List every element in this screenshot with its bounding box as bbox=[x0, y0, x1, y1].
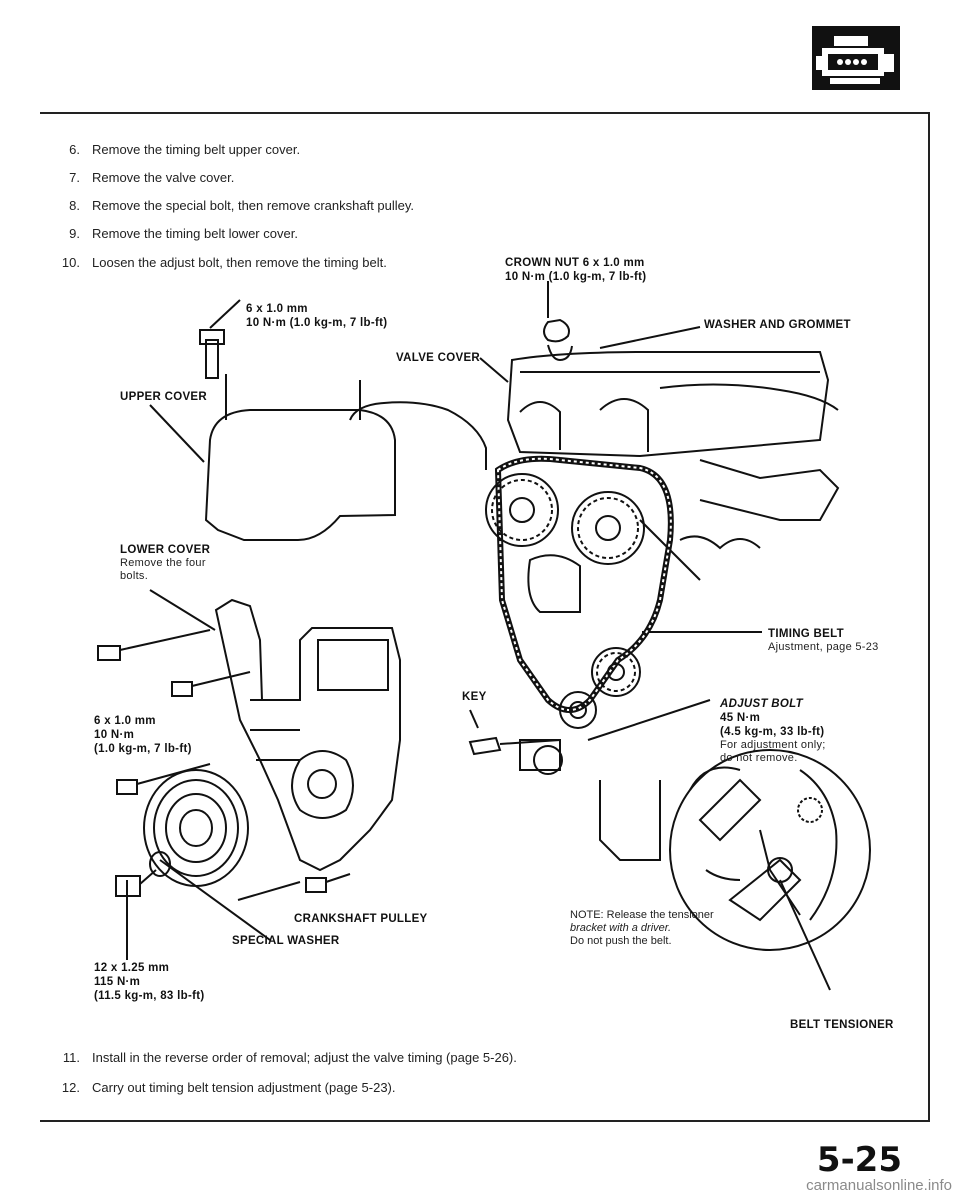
step-number: 7. bbox=[69, 170, 80, 185]
frame-bottom-rule bbox=[40, 1120, 930, 1122]
lower-bolt-label: 6 x 1.0 mm 10 N·m (1.0 kg-m, 7 lb-ft) bbox=[94, 714, 192, 756]
engine-icon bbox=[812, 26, 900, 90]
belt-tensioner-label: BELT TENSIONER bbox=[790, 1019, 894, 1031]
crank-bolt-spec: 12 x 1.25 mm bbox=[94, 962, 170, 974]
upper-bolt-spec: 6 x 1.0 mm bbox=[246, 303, 308, 315]
crown-nut-spec: CROWN NUT 6 x 1.0 mm bbox=[505, 257, 645, 269]
tensioner-note-2: bracket with a driver. bbox=[570, 922, 672, 934]
step-8: 8. Remove the special bolt, then remove c… bbox=[52, 198, 414, 213]
lower-bolt-torque-alt: (1.0 kg-m, 7 lb-ft) bbox=[94, 743, 192, 755]
watermark: carmanualsonline.info bbox=[806, 1177, 952, 1194]
crank-bolt-torque: 115 N·m bbox=[94, 976, 141, 988]
step-number: 6. bbox=[69, 142, 80, 157]
upper-cover-label: UPPER COVER bbox=[120, 391, 208, 403]
lower-cover-label: LOWER COVER Remove the four bolts. bbox=[120, 543, 210, 583]
crank-bolt-torque-alt: (11.5 kg-m, 83 lb-ft) bbox=[94, 990, 205, 1002]
step-12: 12. Carry out timing belt tension adjustm… bbox=[52, 1080, 396, 1095]
lower-cover-note-1: Remove the four bbox=[120, 557, 206, 569]
timing-belt-note: Ajustment, page 5-23 bbox=[768, 641, 879, 653]
step-number: 8. bbox=[69, 198, 80, 213]
step-text: Remove the timing belt upper cover. bbox=[92, 142, 301, 157]
step-6: 6. Remove the timing belt upper cover. bbox=[52, 142, 300, 157]
lower-bolt-torque: 10 N·m bbox=[94, 729, 135, 741]
timing-belt-title: TIMING BELT bbox=[768, 628, 844, 640]
adjust-bolt-label: ADJUST BOLT 45 N·m (4.5 kg-m, 33 lb-ft) … bbox=[720, 697, 826, 765]
lower-bolt-spec: 6 x 1.0 mm bbox=[94, 715, 156, 727]
step-text: Remove the special bolt, then remove cra… bbox=[92, 198, 415, 213]
step-7: 7. Remove the valve cover. bbox=[52, 170, 234, 185]
step-number: 11. bbox=[62, 1050, 80, 1065]
lower-cover-title: LOWER COVER bbox=[120, 544, 211, 556]
tensioner-note-1: NOTE: Release the tensioner bbox=[570, 909, 714, 921]
key-label: KEY bbox=[462, 691, 487, 703]
adjust-bolt-torque: 45 N·m bbox=[720, 712, 761, 724]
adjust-bolt-note-2: do not remove. bbox=[720, 752, 798, 764]
step-9: 9. Remove the timing belt lower cover. bbox=[52, 226, 298, 241]
special-washer-label: SPECIAL WASHER bbox=[232, 935, 340, 947]
valve-cover-label: VALVE COVER bbox=[396, 352, 481, 364]
step-11: 11. Install in the reverse order of remov… bbox=[52, 1050, 517, 1065]
lower-cover-note-2: bolts. bbox=[120, 570, 149, 582]
page-number: 5-25 bbox=[816, 1140, 902, 1180]
step-number: 12. bbox=[61, 1080, 80, 1095]
timing-belt-label: TIMING BELT Ajustment, page 5-23 bbox=[768, 627, 879, 654]
step-text: Remove the valve cover. bbox=[92, 170, 235, 185]
step-number: 10. bbox=[61, 255, 80, 270]
crown-nut-torque: 10 N·m (1.0 kg-m, 7 lb-ft) bbox=[505, 271, 647, 283]
adjust-bolt-title: ADJUST BOLT bbox=[720, 698, 803, 710]
crown-nut-label: CROWN NUT 6 x 1.0 mm 10 N·m (1.0 kg-m, 7 … bbox=[505, 256, 646, 284]
step-number: 9. bbox=[69, 226, 80, 241]
adjust-bolt-torque-alt: (4.5 kg-m, 33 lb-ft) bbox=[720, 726, 825, 738]
washer-grommet-label: WASHER AND GROMMET bbox=[704, 319, 851, 331]
upper-bolt-label: 6 x 1.0 mm 10 N·m (1.0 kg-m, 7 lb-ft) bbox=[246, 302, 387, 330]
step-text: Carry out timing belt tension adjustment… bbox=[92, 1080, 396, 1095]
upper-bolt-torque: 10 N·m (1.0 kg-m, 7 lb-ft) bbox=[246, 317, 388, 329]
step-text: Install in the reverse order of removal;… bbox=[92, 1050, 517, 1065]
tensioner-note-3: Do not push the belt. bbox=[570, 935, 672, 947]
step-text: Remove the timing belt lower cover. bbox=[92, 226, 298, 241]
frame-right-rule bbox=[928, 112, 930, 1122]
step-text: Loosen the adjust bolt, then remove the … bbox=[92, 255, 387, 270]
crank-bolt-label: 12 x 1.25 mm 115 N·m (11.5 kg-m, 83 lb-f… bbox=[94, 961, 204, 1003]
frame-top-rule bbox=[40, 112, 930, 114]
step-10: 10. Loosen the adjust bolt, then remove t… bbox=[52, 255, 387, 270]
crankshaft-pulley-label: CRANKSHAFT PULLEY bbox=[294, 913, 428, 925]
adjust-bolt-note-1: For adjustment only; bbox=[720, 739, 826, 751]
tensioner-note: NOTE: Release the tensioner bracket with… bbox=[570, 909, 714, 948]
